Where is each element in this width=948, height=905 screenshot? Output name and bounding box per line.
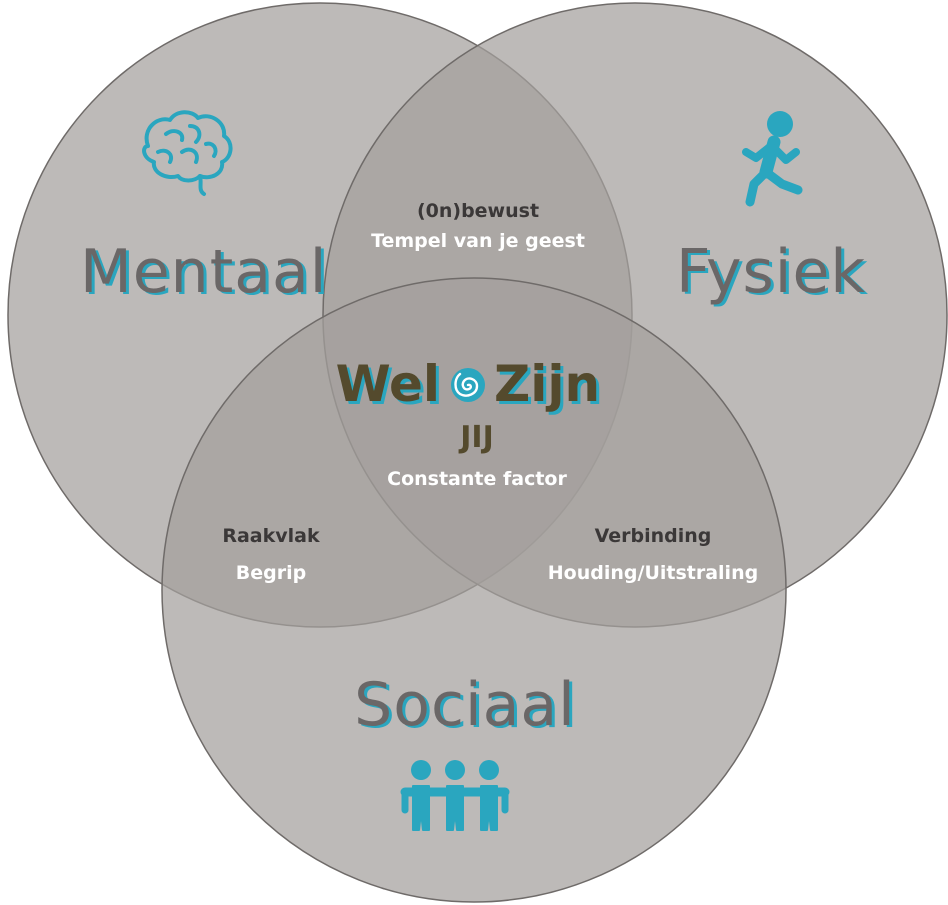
overlap-fysiek-sociaal-line2: Houding/Uitstraling — [548, 562, 758, 584]
overlap-fysiek-sociaal: Verbinding Houding/Uitstraling — [548, 525, 758, 584]
group-of-people-icon — [400, 760, 510, 831]
overlap-mentaal-sociaal-line2: Begrip — [236, 562, 306, 584]
svg-text:Mentaal: Mentaal — [83, 239, 330, 309]
svg-text:Fysiek: Fysiek — [676, 237, 866, 307]
label-mentaal: Mentaal Mentaal — [80, 237, 330, 309]
overlap-mentaal-fysiek-line2: Tempel van je geest — [371, 230, 585, 252]
spiral-icon — [451, 368, 485, 402]
svg-text:Mentaal: Mentaal — [80, 237, 327, 307]
center-tagline: Constante factor — [387, 468, 567, 490]
svg-text:Sociaal: Sociaal — [354, 670, 576, 740]
overlap-mentaal-fysiek: (0n)bewust Tempel van je geest — [371, 200, 585, 252]
overlap-mentaal-sociaal: Raakvlak Begrip — [222, 525, 320, 584]
brand-zijn: Zijn — [494, 355, 600, 413]
svg-text:Zijn: Zijn — [497, 358, 603, 416]
overlap-mentaal-sociaal-line1: Raakvlak — [222, 525, 320, 547]
svg-text:Wel: Wel — [339, 358, 443, 416]
label-fysiek: Fysiek Fysiek — [676, 237, 869, 309]
brand-wel: Wel — [336, 355, 440, 413]
center-subtitle: JIJ — [458, 420, 494, 455]
center-brand: Wel Wel Zijn Zijn JIJ Constante factor — [336, 355, 604, 490]
overlap-fysiek-sociaal-line1: Verbinding — [595, 525, 712, 547]
running-person-icon — [742, 111, 803, 207]
overlap-mentaal-fysiek-line1: (0n)bewust — [417, 200, 539, 222]
label-sociaal: Sociaal Sociaal — [354, 670, 579, 742]
brain-icon — [142, 110, 233, 196]
svg-text:Fysiek: Fysiek — [679, 239, 869, 309]
circle-sociaal — [161, 277, 787, 903]
svg-text:Sociaal: Sociaal — [357, 672, 579, 742]
